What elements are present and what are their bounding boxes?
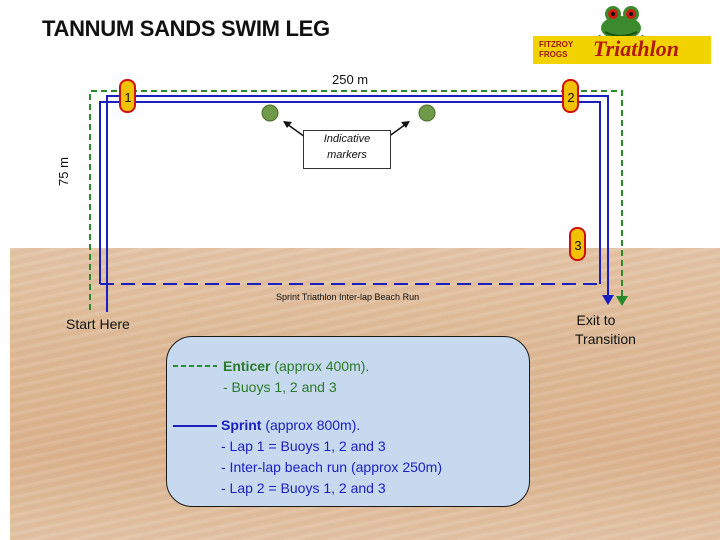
sprint-item-3: - Lap 2 = Buoys 1, 2 and 3	[221, 480, 386, 496]
sprint-legend-swatch	[173, 425, 217, 427]
buoy-2	[562, 79, 579, 113]
indicative-marker-1	[261, 104, 279, 122]
buoy-2-label: 2	[567, 90, 575, 105]
course-legend: Enticer (approx 400m). - Buoys 1, 2 and …	[166, 336, 530, 507]
sprint-item-2: - Inter-lap beach run (approx 250m)	[221, 459, 442, 475]
sprint-name: Sprint	[221, 417, 262, 433]
indicative-markers-callout: Indicative markers	[303, 130, 391, 169]
exit-label: Exit to Transition	[575, 312, 636, 347]
marker-arrow-left	[286, 123, 306, 138]
sprint-legend-title: Sprint (approx 800m).	[221, 416, 360, 434]
marker-arrowhead-left	[283, 121, 292, 128]
enticer-desc: (approx 400m).	[270, 358, 370, 374]
logo-line2: FROGS	[539, 50, 568, 59]
enticer-course-line	[89, 90, 623, 310]
marker-arrow-right	[387, 123, 407, 138]
enticer-legend-title: Enticer (approx 400m).	[223, 357, 369, 375]
enticer-name: Enticer	[223, 358, 271, 374]
buoy-1	[119, 79, 136, 113]
indicative-marker-2	[418, 104, 436, 122]
page-title: TANNUM SANDS SWIM LEG	[42, 16, 330, 41]
logo-line1: FITZROY	[539, 40, 574, 49]
width-distance-label: 250 m	[332, 72, 369, 87]
enticer-legend-swatch	[173, 365, 217, 367]
height-distance-label: 75 m	[56, 157, 71, 186]
buoy-3	[569, 227, 586, 261]
interlap-label: Sprint Triathlon Inter-lap Beach Run	[276, 292, 420, 302]
logo-banner	[533, 36, 711, 64]
marker-arrowhead-right	[401, 121, 410, 128]
sprint-item-1: - Lap 1 = Buoys 1, 2 and 3	[221, 438, 386, 454]
sprint-arrowhead	[602, 295, 614, 305]
buoy-1-label: 1	[124, 90, 132, 105]
sprint-desc: (approx 800m).	[261, 417, 361, 433]
start-label: Start Here	[66, 316, 130, 332]
buoy-3-label: 3	[574, 238, 582, 253]
fitzroy-frogs-logo: FITZROY FROGS Triathlon	[533, 2, 711, 64]
sprint-lap1-line	[106, 95, 609, 312]
logo-name: Triathlon	[593, 36, 679, 61]
enticer-arrowhead	[616, 296, 628, 306]
enticer-item: - Buoys 1, 2 and 3	[223, 379, 337, 395]
sprint-lap2-line	[99, 101, 601, 284]
